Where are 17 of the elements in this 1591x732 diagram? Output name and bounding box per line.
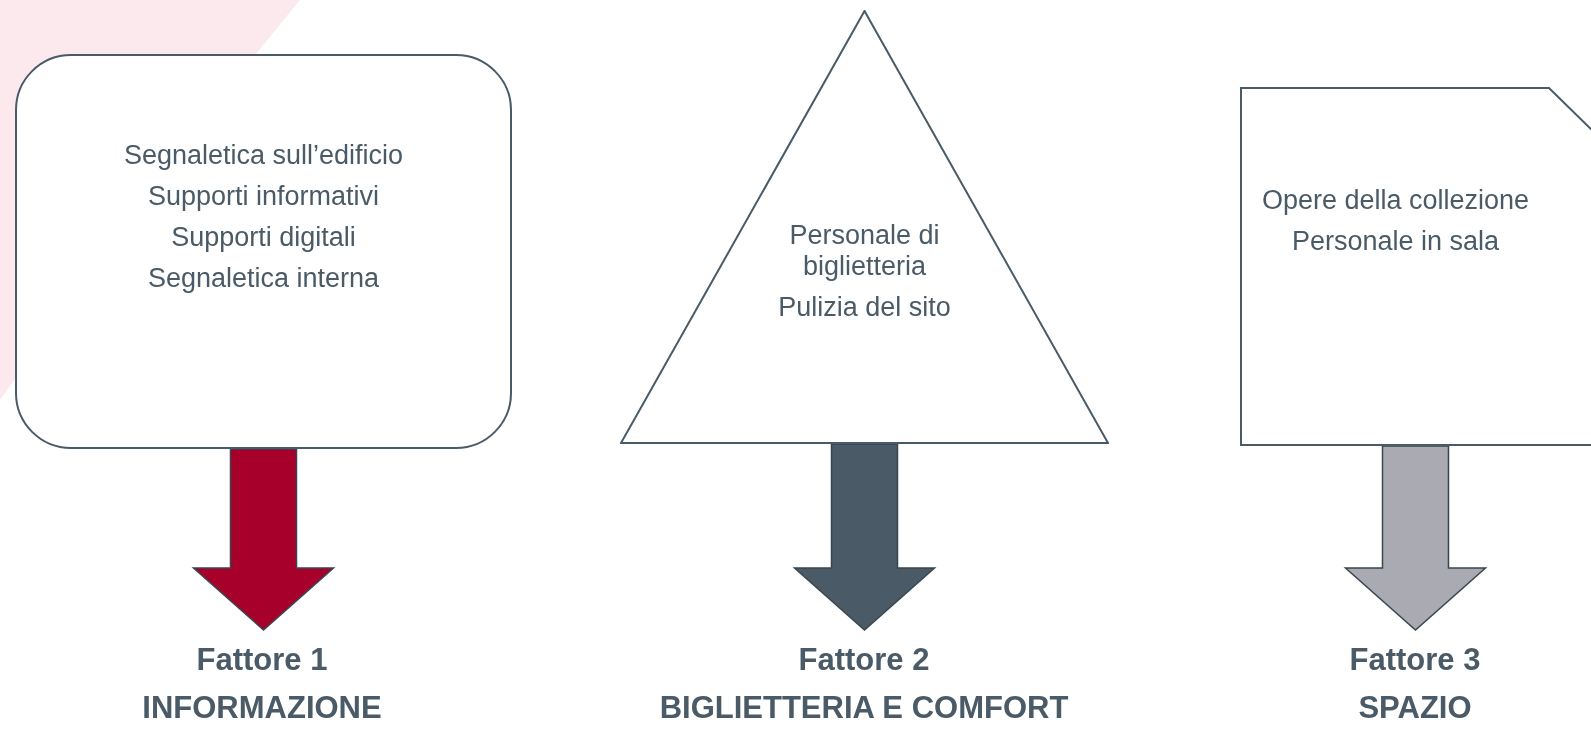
factor-label: Fattore 3 [1349,641,1481,679]
block-arrow [191,448,336,631]
item-text: Supporti digitali [171,222,356,253]
item-text: Supporti informativi [147,181,380,212]
factor-label: Fattore 1 [196,641,328,679]
item-text: Segnaletica interna [147,263,380,294]
factor-label: BIGLIETTERIA E COMFORT [659,689,1069,727]
item-text: Personale in sala [1291,226,1500,257]
factor-label: Fattore 2 [798,641,930,679]
item-text: Opere della collezione [1261,185,1530,216]
item-text: Pulizia del sito [778,292,951,323]
block-arrow [1343,445,1488,631]
factor-label: INFORMAZIONE [142,689,382,727]
item-text: Personale di biglietteria [788,220,941,282]
factor-label: SPAZIO [1358,689,1472,727]
item-text: Segnaletica sull’edificio [123,140,404,171]
block-arrow [792,443,937,631]
